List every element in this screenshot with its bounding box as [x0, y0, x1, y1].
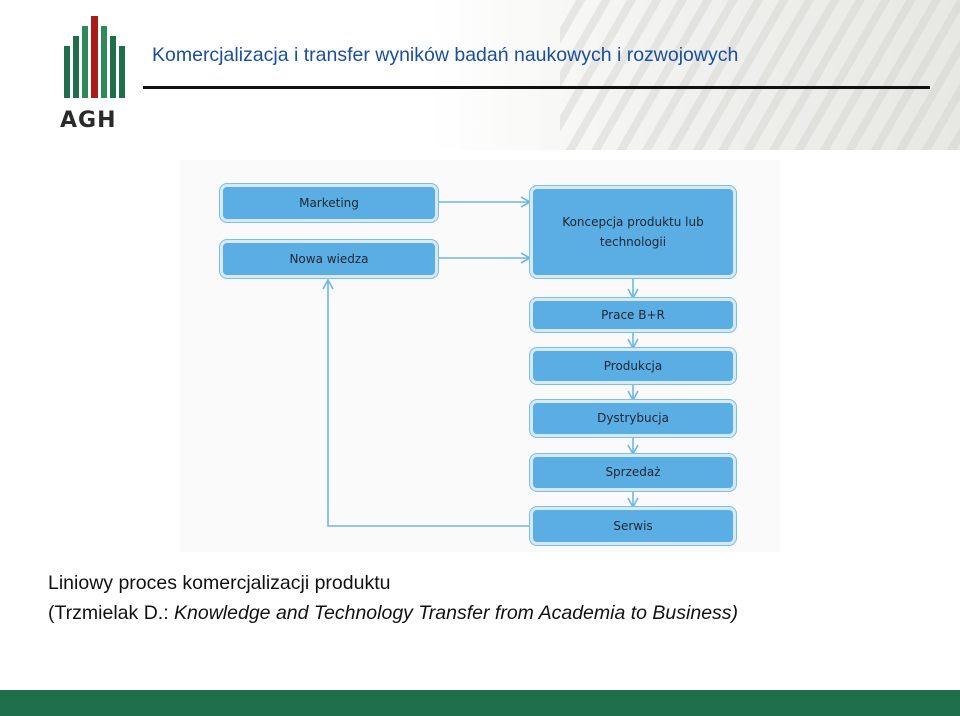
process-diagram: Marketing Nowa wiedza Koncepcja produktu…: [180, 160, 780, 552]
feedback-arrow-serwis-to-nowa-wiedza: [322, 278, 530, 527]
logo-text: AGH: [60, 108, 117, 133]
page-title: Komercjalizacja i transfer wyników badań…: [152, 44, 739, 66]
node-nowa-wiedza-label: Nowa wiedza: [289, 251, 369, 266]
figure-caption: Liniowy proces komercjalizacji produktu …: [48, 568, 738, 628]
node-serwis: Serwis: [530, 507, 736, 545]
node-produkcja: Produkcja: [530, 348, 736, 384]
caption-source-prefix: (Trzmielak D.:: [48, 602, 175, 624]
node-prace-br: Prace B+R: [530, 298, 736, 332]
title-underline: [143, 86, 930, 89]
footer-bar: [0, 690, 960, 716]
node-koncepcja: Koncepcja produktu lub technologii: [530, 186, 736, 278]
caption-line-1: Liniowy proces komercjalizacji produktu: [48, 572, 391, 594]
node-produkcja-label: Produkcja: [603, 358, 663, 373]
caption-line-2: (Trzmielak D.: Knowledge and Technology …: [48, 598, 738, 628]
node-prace-br-label: Prace B+R: [601, 307, 665, 322]
header-stripes-decoration: [560, 0, 960, 150]
diagram-connectors: [322, 196, 639, 527]
node-dystrybucja: Dystrybucja: [530, 400, 736, 437]
agh-logo-icon: [64, 16, 125, 98]
node-koncepcja-label-line1: Koncepcja produktu lub: [562, 214, 704, 229]
header: AGH Komercjalizacja i transfer wyników b…: [0, 0, 960, 150]
node-sprzedaz-label: Sprzedaż: [605, 465, 661, 480]
node-sprzedaz: Sprzedaż: [530, 454, 736, 491]
node-serwis-label: Serwis: [613, 518, 653, 533]
node-dystrybucja-label: Dystrybucja: [597, 411, 669, 426]
caption-source-title: Knowledge and Technology Transfer from A…: [174, 602, 739, 624]
node-marketing-label: Marketing: [299, 195, 359, 210]
node-koncepcja-label-line2: technologii: [599, 235, 667, 249]
node-marketing: Marketing: [220, 184, 438, 222]
node-nowa-wiedza: Nowa wiedza: [220, 240, 438, 278]
